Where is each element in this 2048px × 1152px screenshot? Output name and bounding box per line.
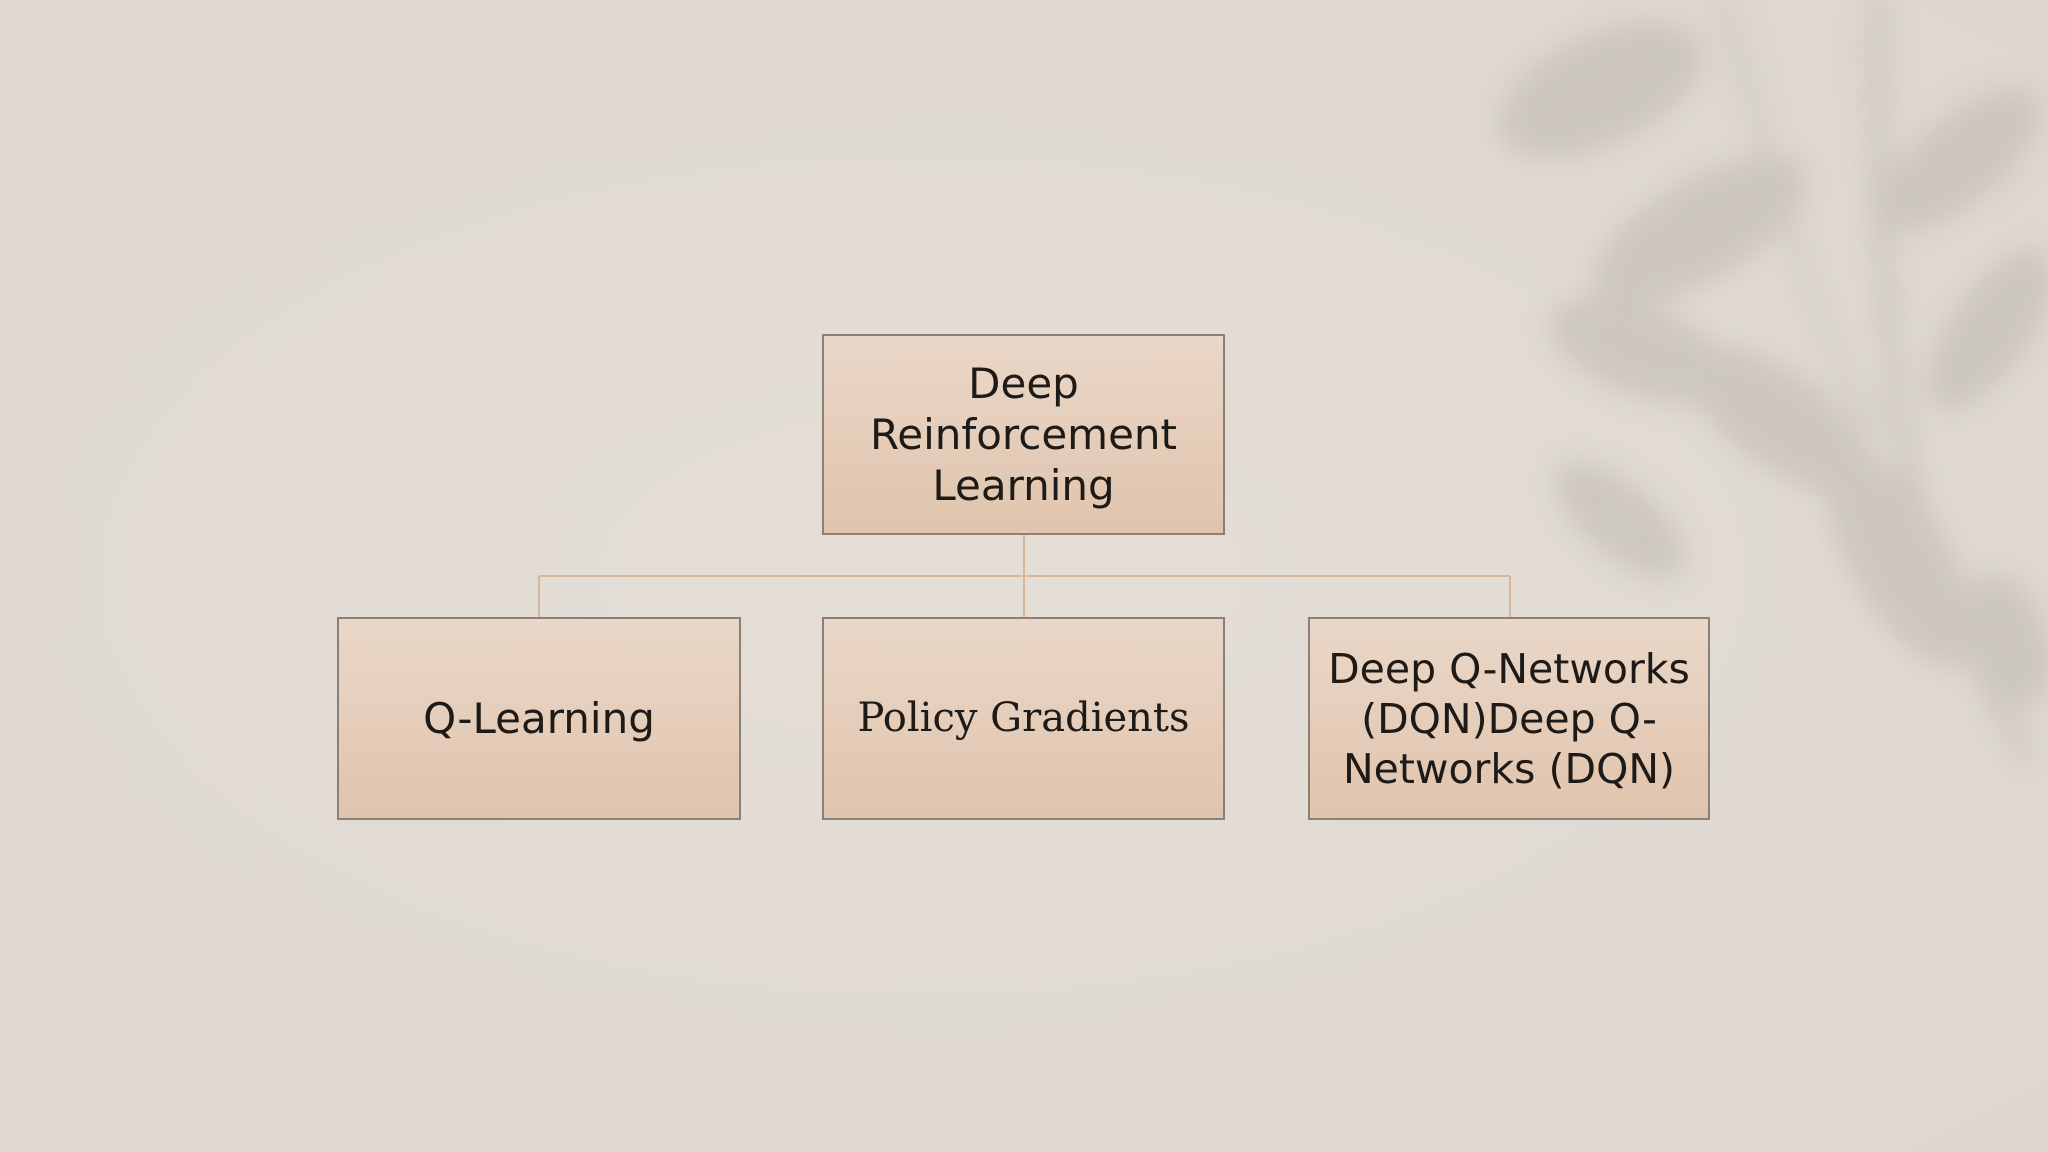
child-node-label: Policy Gradients bbox=[857, 693, 1189, 744]
child-node-label: Q-Learning bbox=[423, 693, 655, 744]
child-node-label: Deep Q-Networks (DQN)Deep Q-Networks (DQ… bbox=[1314, 644, 1704, 794]
child-node-q-learning[interactable]: Q-Learning bbox=[337, 617, 741, 820]
root-node-label: Deep Reinforcement Learning bbox=[832, 358, 1215, 511]
child-node-deep-q-networks[interactable]: Deep Q-Networks (DQN)Deep Q-Networks (DQ… bbox=[1308, 617, 1710, 820]
child-node-policy-gradients[interactable]: Policy Gradients bbox=[822, 617, 1225, 820]
root-node[interactable]: Deep Reinforcement Learning bbox=[822, 334, 1225, 535]
